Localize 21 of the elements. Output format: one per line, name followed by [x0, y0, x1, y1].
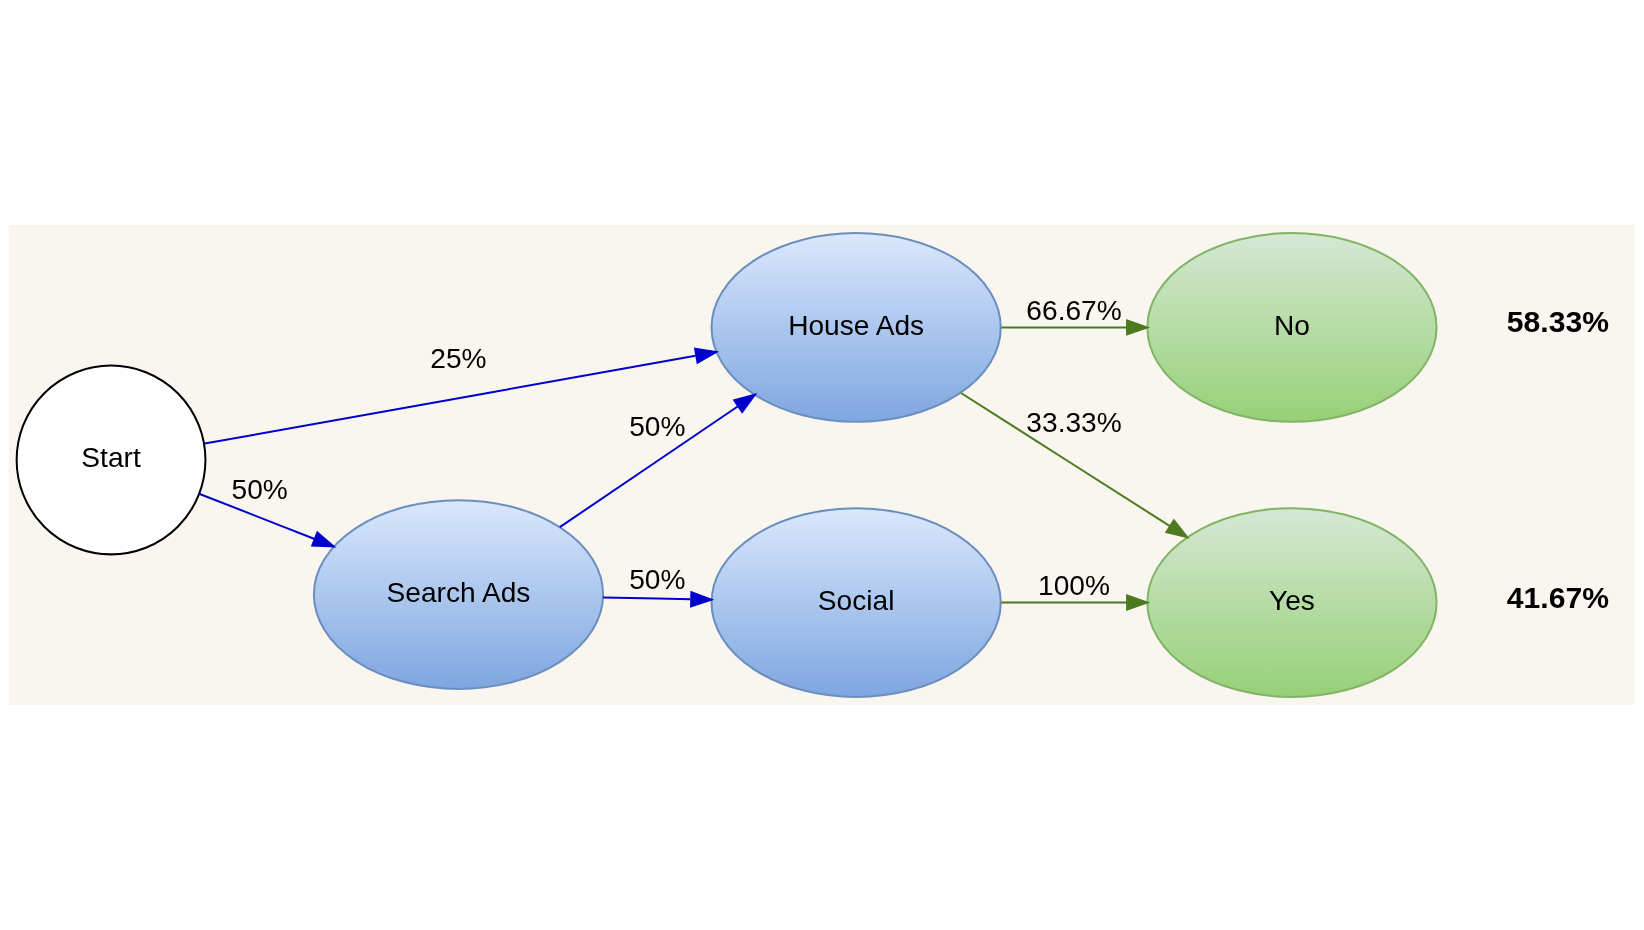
node-ellipse: Social	[710, 507, 1002, 698]
node-ellipse: Yes	[1146, 507, 1438, 698]
node-label: 58.33%	[1506, 305, 1609, 339]
edge-label: 25%	[430, 343, 487, 374]
arrow	[603, 590, 715, 608]
node-ellipse: No	[1146, 232, 1438, 423]
edge-label: 66.67%	[1026, 294, 1122, 326]
node-label: 41.67%	[1506, 580, 1609, 614]
arrow	[1001, 594, 1151, 611]
edge-label: 100%	[1038, 569, 1110, 601]
arrow	[559, 393, 758, 528]
edge-label: 50%	[231, 473, 288, 505]
arrow	[199, 493, 337, 548]
edge-label: 50%	[629, 563, 686, 595]
arrow	[1001, 319, 1151, 336]
node-ellipse: House Ads	[710, 232, 1002, 423]
arrow	[204, 347, 720, 445]
edge-label: 50%	[629, 411, 686, 443]
arrow	[960, 392, 1190, 539]
edge-label: 33.33%	[1026, 407, 1122, 439]
node-circle: Start	[15, 364, 207, 556]
